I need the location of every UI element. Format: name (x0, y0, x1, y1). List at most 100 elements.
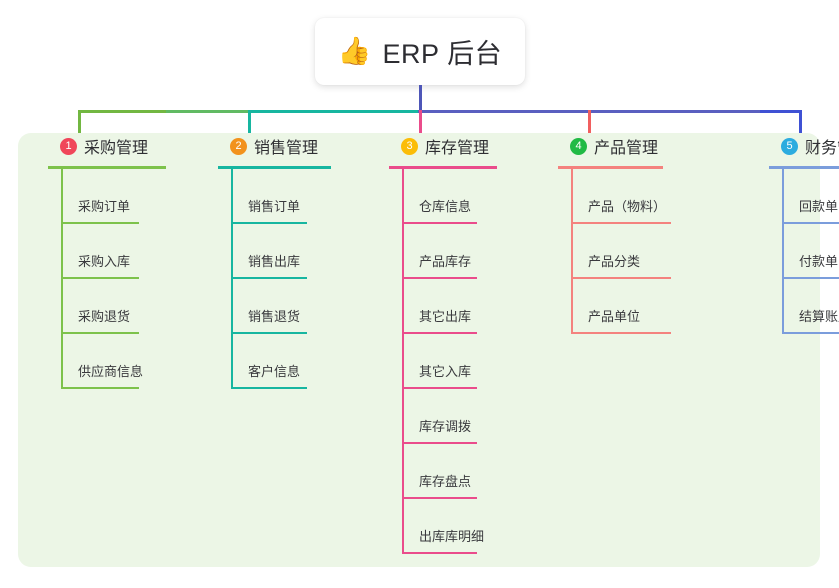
branch-header-rule (389, 166, 497, 169)
branch-column-1: 1 采购管理采购订单采购入库采购退货供应商信息 (48, 133, 208, 389)
branch-item-label: 产品库存 (419, 254, 472, 269)
branch-item-rule (61, 222, 139, 224)
branch-item[interactable]: 出库库明细 (389, 499, 549, 554)
branch-trunk-line (61, 169, 63, 389)
branch-item[interactable]: 产品单位 (558, 279, 733, 334)
branch-item[interactable]: 库存调拨 (389, 389, 549, 444)
branch-item-label: 采购订单 (78, 199, 131, 214)
branch-item-label: 客户信息 (248, 364, 301, 379)
branch-header-rule (218, 166, 331, 169)
branch-item-label: 产品分类 (588, 254, 641, 269)
branch-trunk-line (231, 169, 233, 389)
branch-item-label: 产品（物料） (588, 199, 667, 214)
branch-item-label: 结算账户 (799, 309, 839, 324)
branch-item-label: 产品单位 (588, 309, 641, 324)
connector-drop-3 (419, 110, 422, 155)
branch-item-rule (571, 222, 671, 224)
branch-item-rule (782, 222, 839, 224)
branch-item-rule (231, 277, 307, 279)
branch-item-label: 采购退货 (78, 309, 131, 324)
connector-stem (419, 85, 422, 112)
branch-item-rule (782, 332, 839, 334)
branch-title: 销售管理 (254, 140, 319, 157)
branch-item-rule (61, 387, 139, 389)
branch-trunk-line (782, 169, 784, 334)
branch-header-rule (769, 166, 839, 169)
branch-item[interactable]: 付款单 (769, 224, 839, 279)
branch-trunk-line (571, 169, 573, 334)
branch-item-rule (402, 497, 477, 499)
branch-item[interactable]: 采购退货 (48, 279, 208, 334)
connector-drop-5 (799, 110, 802, 155)
connector-drop-2 (248, 110, 251, 155)
connector-bus-segment-green (78, 110, 168, 113)
root-node-title: ERP 后台 (382, 39, 503, 69)
branch-trunk-line (402, 169, 404, 554)
branch-number-badge: 4 (570, 137, 587, 155)
branch-header-3[interactable]: 3 库存管理 (389, 133, 549, 159)
branch-item-list: 采购订单采购入库采购退货供应商信息 (48, 169, 208, 389)
branch-item-rule (231, 387, 307, 389)
branch-title: 库存管理 (425, 140, 490, 157)
connector-drop-1 (78, 110, 81, 155)
branch-item[interactable]: 仓库信息 (389, 169, 549, 224)
branch-item-label: 库存盘点 (419, 474, 472, 489)
branch-item[interactable]: 产品分类 (558, 224, 733, 279)
branch-item-list: 产品（物料） 产品分类产品单位 (558, 169, 733, 334)
branch-item[interactable]: 客户信息 (218, 334, 378, 389)
branch-item[interactable]: 结算账户 (769, 279, 839, 334)
branch-header-1[interactable]: 1 采购管理 (48, 133, 208, 159)
branch-title: 财务管理 (805, 140, 839, 157)
branch-number-badge: 3 (401, 137, 418, 155)
branch-item[interactable]: 销售出库 (218, 224, 378, 279)
branch-item[interactable]: 库存盘点 (389, 444, 549, 499)
branch-item-rule (61, 332, 139, 334)
branch-item-rule (231, 332, 307, 334)
branch-column-3: 3 库存管理仓库信息产品库存其它出库其它入库库存调拨库存盘点出库库明细 (389, 133, 549, 554)
branch-item-rule (571, 277, 671, 279)
branch-item-label: 其它出库 (419, 309, 472, 324)
branch-item[interactable]: 回款单 (769, 169, 839, 224)
branch-item-list: 回款单付款单结算账户 (769, 169, 839, 334)
branch-item[interactable]: 产品（物料） (558, 169, 733, 224)
branch-item-rule (402, 442, 477, 444)
branch-item[interactable]: 采购订单 (48, 169, 208, 224)
branch-item-rule (782, 277, 839, 279)
branch-item-label: 其它入库 (419, 364, 472, 379)
connector-bus-segment-teal (248, 110, 420, 113)
branch-item-rule (402, 552, 477, 554)
branch-item[interactable]: 产品库存 (389, 224, 549, 279)
branch-item-label: 销售订单 (248, 199, 301, 214)
branch-column-5: 5 财务管理回款单付款单结算账户 (769, 133, 839, 334)
branch-item-rule (402, 387, 477, 389)
branch-header-rule (558, 166, 663, 169)
connector-drop-4 (588, 110, 591, 155)
branch-item-label: 回款单 (799, 199, 839, 214)
branch-number-badge: 1 (60, 137, 77, 155)
branch-item-rule (571, 332, 671, 334)
branch-item[interactable]: 采购入库 (48, 224, 208, 279)
branch-number-badge: 5 (781, 137, 798, 155)
branch-item[interactable]: 销售订单 (218, 169, 378, 224)
branch-header-5[interactable]: 5 财务管理 (769, 133, 839, 159)
branch-item-rule (402, 332, 477, 334)
branch-item-label: 库存调拨 (419, 419, 472, 434)
branch-item[interactable]: 销售退货 (218, 279, 378, 334)
branch-item[interactable]: 其它出库 (389, 279, 549, 334)
root-node-card[interactable]: 👍 ERP 后台 (315, 18, 525, 85)
branch-title: 采购管理 (84, 140, 149, 157)
branch-item-rule (61, 277, 139, 279)
connector-bus-segment-blue2 (760, 110, 802, 113)
branch-item-label: 付款单 (799, 254, 839, 269)
branch-item-label: 供应商信息 (78, 364, 144, 379)
branch-item[interactable]: 其它入库 (389, 334, 549, 389)
branch-item-list: 仓库信息产品库存其它出库其它入库库存调拨库存盘点出库库明细 (389, 169, 549, 554)
branch-item-label: 出库库明细 (419, 529, 485, 544)
branch-item[interactable]: 供应商信息 (48, 334, 208, 389)
branch-item-label: 采购入库 (78, 254, 131, 269)
branch-item-rule (402, 222, 477, 224)
